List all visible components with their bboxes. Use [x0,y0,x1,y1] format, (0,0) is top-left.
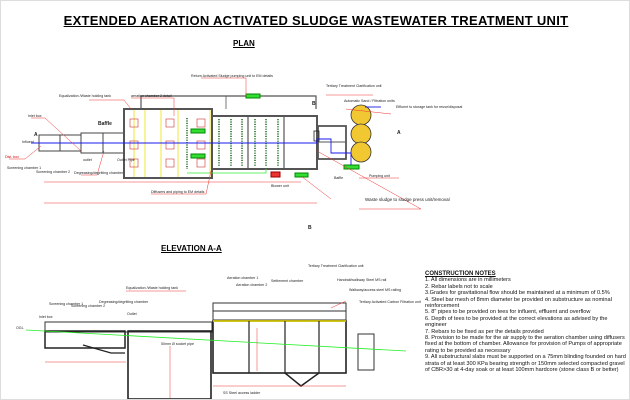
label-effluent: Effluent to storage tank for reuse/dispo… [396,105,462,109]
label-e-screening1: Screening chamber 1 [49,302,83,306]
label-e-aeration2: Aeration chamber 2 [236,283,267,287]
section-marker-a2: A [397,130,401,136]
label-e-screening2: Screening chamber 2 [71,304,105,308]
elevation-heading: ELEVATION A-A [161,244,222,253]
sludge-hopper [284,372,320,387]
note-item: 6. Depth of tees to be provided at the c… [425,315,608,329]
label-e-equalization: Equalization /Waste holding tank [126,286,178,290]
equalization-tank [123,108,213,179]
plan-view: Return Activated Sludge pumping unit to … [5,74,462,231]
label-waste-sludge: Waste sludge to sludge press unit/remova… [365,197,450,202]
process-pipe [31,138,352,165]
ground-level-line [25,329,407,352]
label-inlet-box: Inlet box [28,114,42,118]
drawing-title: EXTENDED AERATION ACTIVATED SLUDGE WASTE… [63,13,569,28]
label-e-degrit: Degreasing/degritting chamber [99,300,149,304]
label-aeration2: aeration chamber 2 detail [131,94,172,98]
label-e-filter: Tertiary Activated Carbon Filtration uni… [359,300,421,304]
diffuser-rows [186,118,279,169]
label-e-aeration1: Aeration chamber 1 [227,276,258,280]
plan-heading: PLAN [233,39,255,48]
label-e-outlet: Outlet [127,312,137,316]
label-pumping: Pumping unit [369,174,390,178]
section-marker-b: B [312,101,316,107]
blower-icon [190,128,206,134]
construction-notes: CONSTRUCTION NOTES 1. All dimensions are… [425,271,629,374]
label-ogl: OGL [16,326,24,330]
label-e-ladder: SS Steel access ladder [223,391,261,395]
aeration-chambers-section [212,320,347,374]
sand-filter-units [350,104,372,163]
section-marker-b2: B [308,225,312,231]
elevation-view: OGL Inlet box Screening chamber 1 Screen… [16,264,421,399]
label-degrit: Degreasing/degritting chamber [74,171,124,175]
return-sludge-pump-icon [245,93,261,99]
label-e-handrail: Handrail/walkway Steel MS rail [337,278,387,282]
label-equalization: Equalization /Waste holding tank [59,94,111,98]
label-baffle2: Baffle [334,176,343,180]
note-item: 2. Rebar labels not to scale [425,283,493,290]
notes-heading: CONSTRUCTION NOTES [425,271,496,277]
section-marker-a: A [34,132,38,138]
label-diffusers: Diffusers and piping to EM details [151,190,205,194]
label-filtration: Automatic Sand / Filtration units [344,99,395,103]
label-outlet: outlet [83,158,92,162]
tertiary-filter-section [357,333,375,371]
label-screening2: Screening chamber 2 [36,170,70,174]
note-item: 4. Steel bar mesh of 8mm diameter be pro… [425,296,612,310]
equalization-tank-section [127,330,212,399]
label-e-tertiary: Tertiary Treatment Clarification unit [308,264,364,268]
label-return-sludge: Return Activated Sludge pumping unit to … [191,74,273,78]
pumping-unit-icon [343,164,360,170]
label-dist-box: Dist. box [5,155,19,159]
aeration-chambers [211,115,318,170]
label-e-pipe: 50mm Ø socket pipe [161,342,194,346]
note-item: 3.Grades for gravitational flow should b… [425,290,610,297]
note-item: 7. Rebars to be fixed as per the details… [425,328,544,335]
note-item: 8. Provision to be made for the air supp… [425,335,625,354]
label-e-inlet: Inlet box [39,315,53,319]
note-item: 1. All dimensions are in millimeters [425,277,511,284]
note-item: 5. 8" pipes to be provided on tees for i… [425,309,591,316]
note-item: 9. All substructural slabs must be suppo… [425,354,626,374]
inlet-chambers-section [44,330,126,349]
label-e-settlement: Settlement chamber [271,279,304,283]
blower-unit-icon [270,171,281,178]
sludge-return-pipe [140,95,317,109]
label-baffle: Baffle [98,121,112,127]
label-outlet-pipe: Outlet Pipe [117,158,135,162]
label-influent: Influent [22,140,34,144]
label-blower: Blower unit [271,184,289,188]
label-e-railing: Walkway/access steel MS railing [349,288,401,292]
label-screening1: Screening chamber 1 [7,166,41,170]
label-tertiary: Tertiary Treatment Clarification unit [326,84,382,88]
